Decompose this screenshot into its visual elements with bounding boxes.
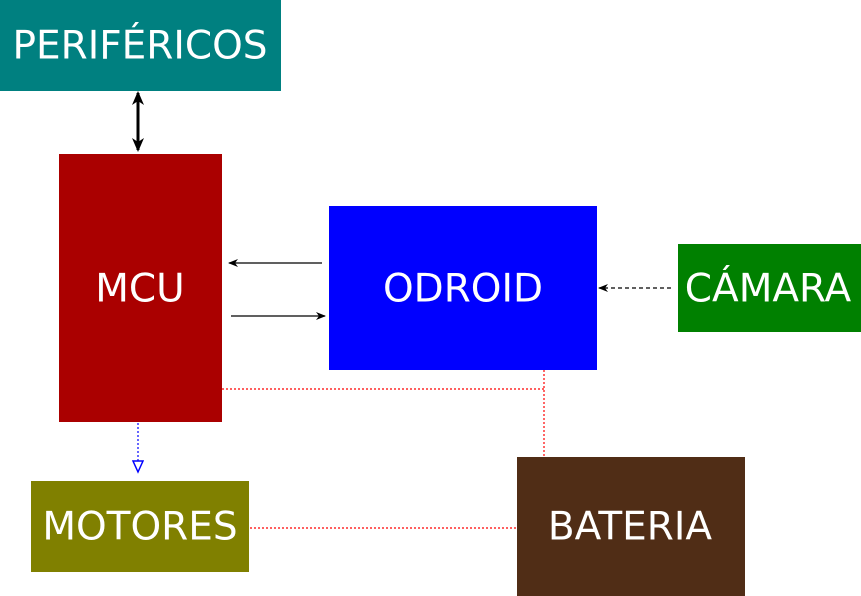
- node-mcu-label: MCU: [95, 267, 184, 312]
- node-bateria-box: [517, 457, 745, 596]
- power-lines: [222, 370, 545, 529]
- node-perifericos: PERIFÉRICOS: [0, 0, 281, 91]
- node-motores-label: MOTORES: [42, 505, 237, 550]
- node-odroid-label: ODROID: [383, 267, 543, 312]
- node-bateria: BATERIA: [517, 457, 745, 596]
- node-motores: MOTORES: [31, 481, 249, 572]
- node-camara-box: [678, 244, 861, 332]
- node-perifericos-box: [0, 0, 281, 91]
- node-camara-label: CÁMARA: [685, 265, 852, 312]
- node-motores-box: [31, 481, 249, 572]
- node-odroid: ODROID: [329, 206, 597, 370]
- node-camara: CÁMARA: [678, 244, 861, 332]
- node-bateria-label: BATERIA: [548, 505, 712, 550]
- node-odroid-box: [329, 206, 597, 370]
- node-mcu: MCU: [59, 154, 222, 422]
- node-mcu-box: [59, 154, 222, 422]
- node-perifericos-label: PERIFÉRICOS: [12, 22, 267, 69]
